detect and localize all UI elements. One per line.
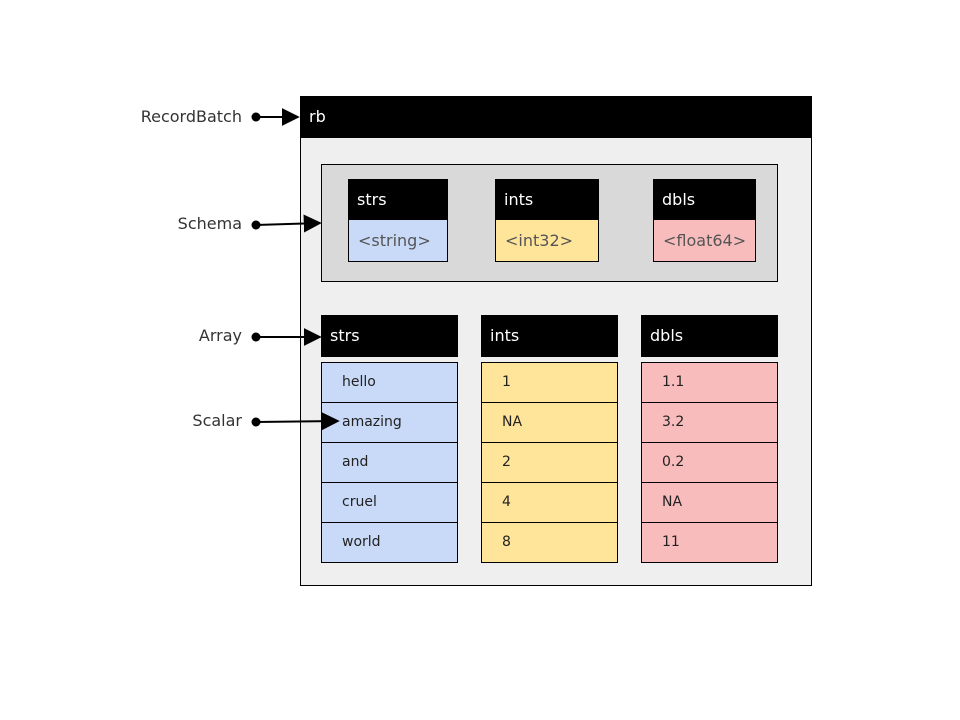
scalar-label: Scalar	[192, 411, 242, 430]
scalar-cell: 0.2	[641, 443, 778, 483]
array-arrow	[251, 328, 322, 346]
schema-field-strs: strs <string>	[348, 179, 448, 262]
array-header: dbls	[641, 315, 778, 357]
array-values: 1 NA 2 4 8	[481, 362, 618, 563]
scalar-cell: 3.2	[641, 403, 778, 443]
scalar-cell: 4	[481, 483, 618, 523]
scalar-cell: 1.1	[641, 362, 778, 403]
schema-field-ints: ints <int32>	[495, 179, 599, 262]
scalar-cell: 8	[481, 523, 618, 563]
array-dbls: dbls 1.1 3.2 0.2 NA 11	[641, 315, 778, 563]
schema-label: Schema	[177, 214, 242, 233]
scalar-cell: world	[321, 523, 458, 563]
scalar-cell: cruel	[321, 483, 458, 523]
scalar-cell: and	[321, 443, 458, 483]
scalar-cell: amazing	[321, 403, 458, 443]
schema-field-type: <string>	[348, 220, 448, 262]
schema-field-name: ints	[495, 179, 599, 220]
recordbatch-header: rb	[300, 96, 812, 138]
scalar-cell: 1	[481, 362, 618, 403]
scalar-cell: hello	[321, 362, 458, 403]
scalar-arrow	[251, 412, 340, 431]
scalar-cell: 11	[641, 523, 778, 563]
schema-field-name: strs	[348, 179, 448, 220]
scalar-cell: NA	[641, 483, 778, 523]
schema-field-dbls: dbls <float64>	[653, 179, 756, 262]
array-header: ints	[481, 315, 618, 357]
scalar-cell: 2	[481, 443, 618, 483]
array-strs: strs hello amazing and cruel world	[321, 315, 458, 563]
array-ints: ints 1 NA 2 4 8	[481, 315, 618, 563]
schema-field-name: dbls	[653, 179, 756, 220]
array-header: strs	[321, 315, 458, 357]
schema-field-type: <int32>	[495, 220, 599, 262]
array-values: 1.1 3.2 0.2 NA 11	[641, 362, 778, 563]
schema-field-type: <float64>	[653, 220, 756, 262]
recordbatch-arrow	[251, 108, 300, 126]
schema-arrow	[251, 214, 322, 233]
array-label: Array	[198, 326, 242, 345]
scalar-cell: NA	[481, 403, 618, 443]
array-values: hello amazing and cruel world	[321, 362, 458, 563]
recordbatch-label: RecordBatch	[140, 107, 242, 126]
